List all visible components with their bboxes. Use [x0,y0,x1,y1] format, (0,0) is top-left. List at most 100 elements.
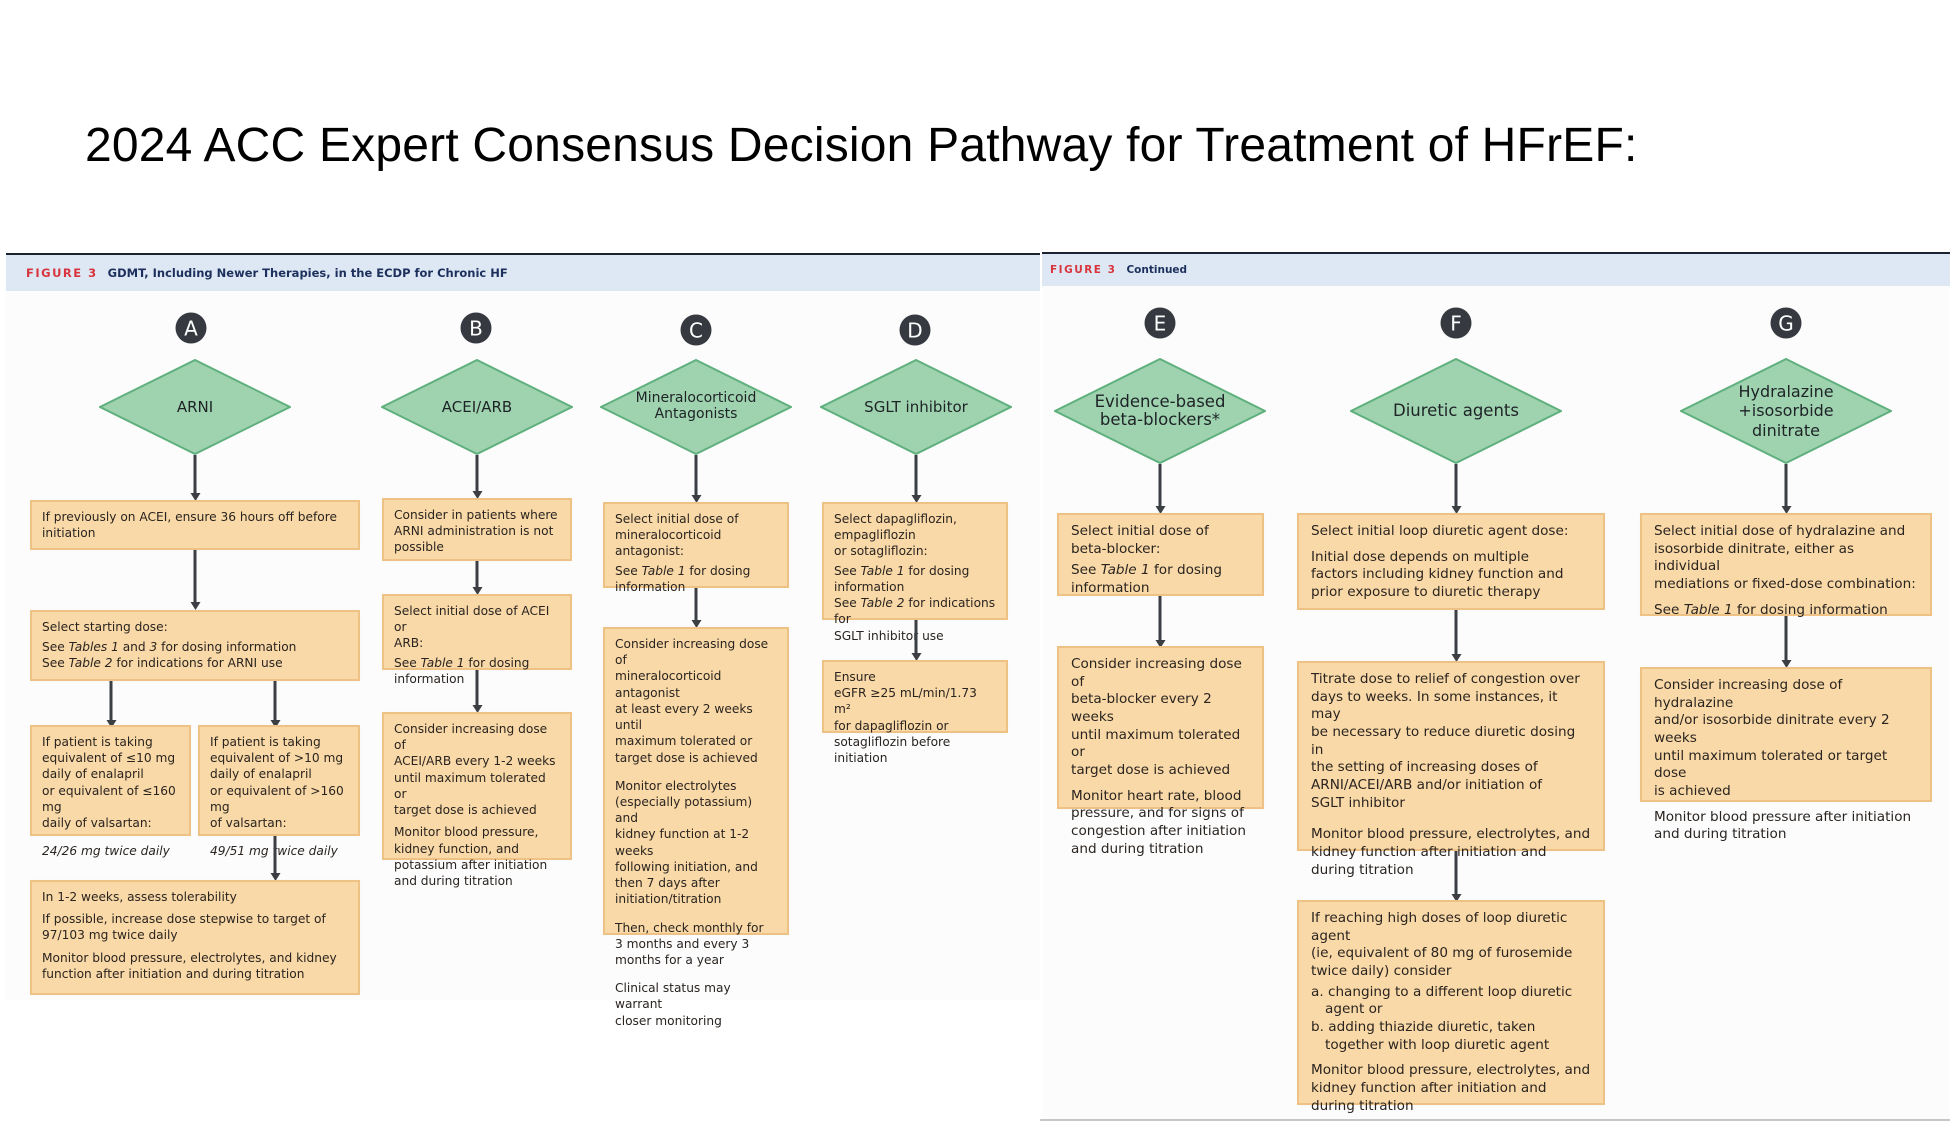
step-text: Consider increasing dose of beta-blocker… [1071,656,1242,779]
step-text: If possible, increase dose stepwise to t… [42,912,326,943]
step-box-acei-titration: Consider increasing dose of ACEI/ARB eve… [382,712,572,888]
text: for dosing information [394,655,530,686]
text: See [394,655,421,670]
step-heading: Select initial dose of beta-blocker: [1071,523,1209,557]
step-box-arni-low-dose: If patient is taking equivalent of ≤10 m… [30,725,191,858]
text: for indications for ARNI use [112,656,283,671]
page-title: 2024 ACC Expert Consensus Decision Pathw… [85,119,1638,172]
flow-arrow [1454,851,1458,897]
flow-arrow [273,836,277,876]
table-reference: Table 1 [1683,601,1733,618]
step-text: Clinical status may warrant closer monit… [615,981,731,1028]
tables-reference-line: See Tables 1 and 3 for dosing informatio… [42,639,348,655]
flow-arrow [914,455,918,498]
table-reference: Table 2 [860,596,905,611]
flow-arrow [475,561,479,590]
step-box-bb-initial-dose: Select initial dose of beta-blocker: See… [1057,513,1264,596]
table-reference-line: See Table 1 for dosing information [615,563,777,595]
table-reference: Table 2 [68,656,113,671]
option-b: b. adding thiazide diuretic, taken toget… [1311,1019,1550,1053]
therapy-diamond-arni: ARNI [99,359,291,455]
text: See [834,563,861,578]
flow-arrow [475,455,479,494]
step-heading: Select dapagliflozin, empagliflozin or s… [834,512,957,559]
text: for dosing information [615,563,751,594]
column-badge-a: A [175,312,207,344]
dose-text: 49/51 mg twice daily [210,844,338,859]
column-badge-e: E [1144,307,1176,339]
step-text: Consider increasing dose of mineralocort… [615,637,769,765]
branch-condition: If patient is taking equivalent of >10 m… [210,735,344,831]
text: See [1654,601,1684,618]
therapy-diamond-diuretics: Diuretic agents [1350,358,1562,464]
therapy-diamond-mra: Mineralocorticoid Antagonists [600,359,792,455]
flow-arrow [1784,616,1788,663]
step-heading: Select starting dose: [42,620,168,634]
step-box-bb-titration: Consider increasing dose of beta-blocker… [1057,646,1264,857]
figure-label: FIGURE 3 [1050,264,1117,276]
diamond-shape [600,359,792,455]
step-text: Consider increasing dose of hydralazine … [1654,677,1890,800]
figure-header-left: FIGURE 3 GDMT, Including Newer Therapies… [6,253,1040,291]
step-text: Initial dose depends on multiple factors… [1311,548,1564,601]
figure-label: FIGURE 3 [26,266,98,280]
table-reference-line: See Table 1 for dosing information [1654,602,1918,620]
text: for dosing information [834,563,970,594]
table-reference-line: See Table 2 for indications for ARNI use [42,655,348,671]
therapy-label: Hydralazine +isosorbide dinitrate [1738,382,1834,440]
table-reference-line: See Table 1 for dosing information [834,563,996,595]
step-box-arni-starting-dose: Select starting dose: See Tables 1 and 3… [30,610,360,681]
flow-arrow [1454,610,1458,657]
table-reference: 3 [149,640,158,655]
therapy-label: ACEI/ARB [441,397,513,416]
therapy-label: ARNI [176,397,214,416]
step-text: If reaching high doses of loop diuretic … [1311,910,1573,980]
flow-arrow [109,681,113,723]
figure-header-right: FIGURE 3 Continued [1042,252,1950,286]
flow-arrow [1454,464,1458,509]
step-box-sglt-egfr: Ensure eGFR ≥25 mL/min/1.73 m² for dapag… [822,660,1008,765]
step-text: Monitor blood pressure, electrolytes, an… [42,950,337,981]
step-box-arni-titration: In 1-2 weeks, assess tolerability If pos… [30,880,360,995]
text: for dosing information [1071,562,1223,597]
step-box-mra-titration: Consider increasing dose of mineralocort… [603,627,789,1028]
option-a: a. changing to a different loop diuretic… [1311,983,1573,1018]
step-text: Monitor blood pressure, electrolytes, an… [1311,826,1591,878]
diamond-shape [1350,358,1562,464]
flow-arrow [273,681,277,723]
step-box-hisdn-initial-dose: Select initial dose of hydralazine and i… [1640,513,1932,618]
step-box-sglt-select: Select dapagliflozin, empagliflozin or s… [822,502,1008,643]
column-badge-c: C [680,314,712,346]
panel-bottom-rule [1040,1119,1950,1121]
step-text: If previously on ACEI, ensure 36 hours o… [42,510,337,541]
step-text: Ensure eGFR ≥25 mL/min/1.73 m² for dapag… [834,670,977,766]
flow-arrow [1158,596,1162,643]
step-text: Monitor heart rate, blood pressure, and … [1071,787,1246,857]
step-box-hisdn-titration: Consider increasing dose of hydralazine … [1640,667,1932,842]
step-text: Titrate dose to relief of congestion ove… [1311,671,1580,811]
table-reference-line: See Table 1 for dosing information [394,655,560,687]
step-box-mra-initial-dose: Select initial dose of mineralocorticoid… [603,502,789,594]
table-reference: Table 1 [420,655,465,670]
therapy-label: Mineralocorticoid Antagonists [635,390,757,422]
figure-title: Continued [1126,264,1188,276]
step-text: Consider in patients where ARNI administ… [394,508,558,555]
figure-title: GDMT, Including Newer Therapies, in the … [107,266,508,280]
flow-arrow [914,620,918,656]
column-badge-d: D [899,314,931,346]
step-heading: Select initial dose of hydralazine and i… [1654,523,1916,593]
therapy-label: Diuretic agents [1393,400,1519,420]
text: for dosing information [1732,601,1888,618]
table-reference: Table 1 [641,563,686,578]
diamond-shape [820,359,1012,455]
diamond-shape [1054,358,1266,464]
column-badge-f: F [1440,307,1472,339]
diamond-shape [99,359,291,455]
step-box-acei-consider: Consider in patients where ARNI administ… [382,498,572,561]
flow-arrow [1784,464,1788,509]
column-badge-g: G [1770,307,1802,339]
diamond-shape [381,359,573,455]
table-reference-line: See Table 1 for dosing information [1071,562,1250,597]
flow-arrow [193,550,197,605]
step-box-diuretic-high-dose: If reaching high doses of loop diuretic … [1297,900,1605,1114]
